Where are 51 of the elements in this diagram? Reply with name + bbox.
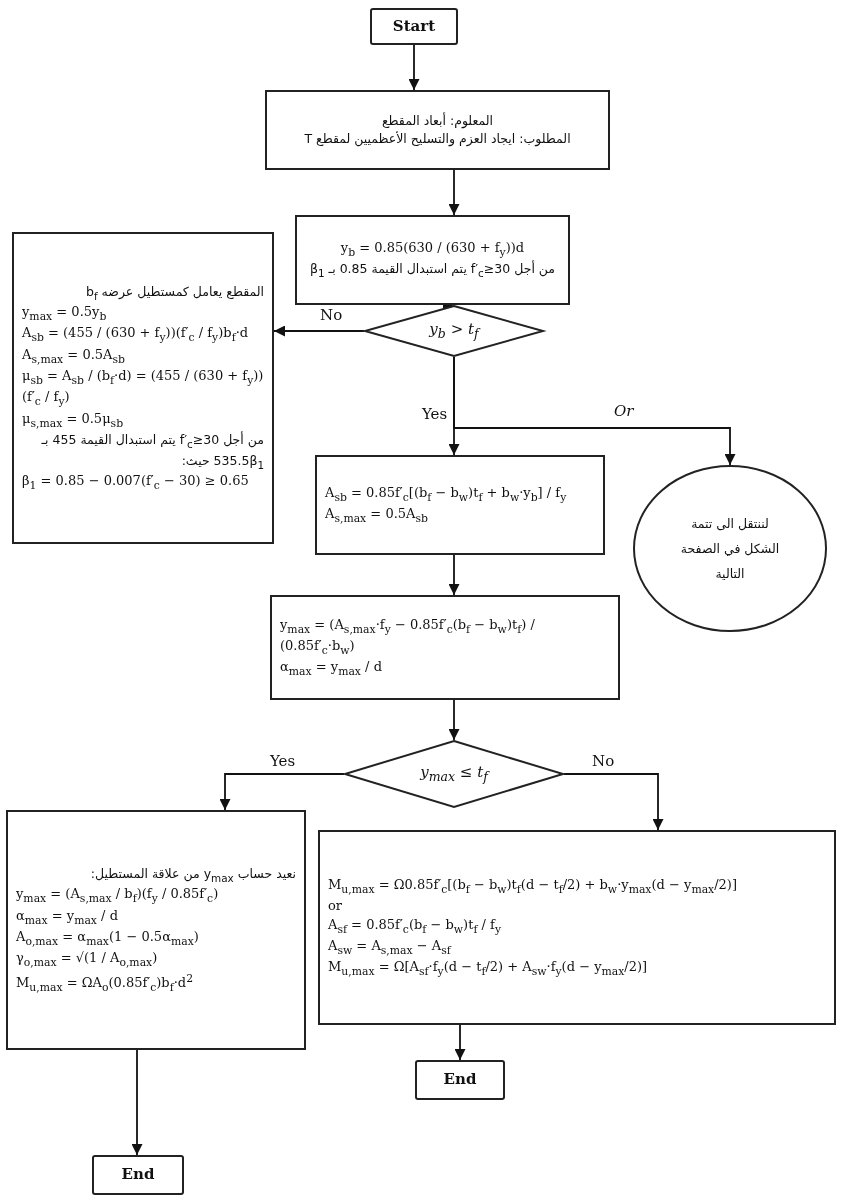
arrow <box>448 699 460 741</box>
arrow <box>453 356 736 466</box>
formula: y$_{max}$ = 0.5y$_{b}$ <box>21 303 108 325</box>
formula: y$_{max}$ = (A$_{s,max}$·f$_{y}$ − 0.85f′$_{c}$(b$_{f}$ − b$_{w}$)t$_{f}$) / (0.85f′$_{c}$·b$_{w}$) <box>279 615 536 659</box>
formula: A$_{sw}$ = A$_{s,max}$ − A$_{sf}$ <box>327 936 453 959</box>
process-box <box>315 455 605 555</box>
formula: M$_{u,max}$ = Ω0.85f′$_{c}$[(b$_{f}$ − b$_{w}$)t$_{f}$(d − t$_{f}$/2) + b$_{w}$·y$_{max}$(d − y$_{max}$/2)] <box>327 875 738 897</box>
note-text: المطلوب: ايجاد العزم والتسليح الأعظميين لمقطع T <box>303 130 572 149</box>
note-text: المعلوم: أبعاد المقطع <box>380 111 495 130</box>
connector-circle <box>633 465 827 632</box>
formula: A$_{sf}$ = 0.85f′$_{c}$(b$_{f}$ − b$_{w}$)t$_{f}$ / f$_{y}$ <box>327 915 502 937</box>
arrow <box>273 325 365 337</box>
formula: A$_{s,max}$ = 0.5A$_{sb}$ <box>21 345 126 368</box>
formula: M$_{u,max}$ = Ω[A$_{sf}$·f$_{y}$(d − t$_{f}$/2) + A$_{sw}$·f$_{y}$(d − y$_{max}$/2)] <box>327 958 649 980</box>
process-box <box>270 595 620 700</box>
formula: A$_{sb}$ = 0.85f′$_{c}$[(b$_{f}$ − b$_{w}$)t$_{f}$ + b$_{w}$·y$_{b}$] / f$_{y}$ <box>324 483 568 505</box>
arrow <box>454 1024 466 1061</box>
formula: β$_{1}$ = 0.85 − 0.007(f′$_{c}$ − 30) ≥ 0.65 <box>21 472 250 494</box>
arrow <box>408 44 420 91</box>
formula: α$_{max}$ = y$_{max}$ / d <box>15 906 119 928</box>
arrow <box>131 1049 143 1156</box>
formula: A$_{sb}$ = (455 / (630 + f$_{y}$))(f′$_{c}$ / f$_{y}$)b$_{f}$·d <box>21 324 250 346</box>
arrow <box>448 169 460 216</box>
process-box <box>265 90 610 170</box>
terminal-label: End <box>120 1164 156 1186</box>
process-box <box>318 830 836 1025</box>
arrow <box>563 773 664 831</box>
formula: or <box>327 896 344 915</box>
terminal-box <box>92 1155 184 1195</box>
formula: γ$_{o,max}$ = √(1 / A$_{o,max}$) <box>15 949 159 971</box>
terminal-box <box>370 8 458 45</box>
formula: y$_{max}$ ≤ t$_{f}$ <box>418 761 491 786</box>
formula: μ$_{s,max}$ = 0.5μ$_{sb}$ <box>21 409 125 431</box>
arrow <box>443 304 455 308</box>
arrow <box>448 554 460 596</box>
terminal-label: End <box>442 1069 478 1091</box>
process-box <box>12 232 274 544</box>
formula: M$_{u,max}$ = ΩA$_{o}$(0.85f′$_{c}$)b$_{f}$·d$^{2}$ <box>15 970 195 996</box>
process-box <box>6 810 306 1050</box>
formula: A$_{s,max}$ = 0.5A$_{sb}$ <box>324 505 429 527</box>
formula: y$_{max}$ = (A$_{s,max}$ / b$_{f}$)(f$_{y}$ / 0.85f′$_{c}$) <box>15 885 220 907</box>
formula: α$_{max}$ = y$_{max}$ / d <box>279 658 383 680</box>
arrow <box>219 773 345 811</box>
formula: y$_{b}$ = 0.85(630 / (630 + f$_{y}$))d <box>339 239 526 260</box>
terminal-label: Start <box>391 15 437 37</box>
note-text: لننتقل الى تتمة الشكل في الصفحة التالية <box>679 515 781 583</box>
terminal-box <box>415 1060 505 1100</box>
formula: A$_{o,max}$ = α$_{max}$(1 − 0.5α$_{max}$) <box>15 928 200 950</box>
formula: y$_{b}$ > t$_{f}$ <box>427 318 482 343</box>
decision-diamond <box>344 740 564 808</box>
formula: μ$_{sb}$ = A$_{sb}$ / (b$_{f}$·d) = (455 / (630 + f$_{y}$))(f′$_{c}$ / f$_{y}$) <box>21 367 265 410</box>
